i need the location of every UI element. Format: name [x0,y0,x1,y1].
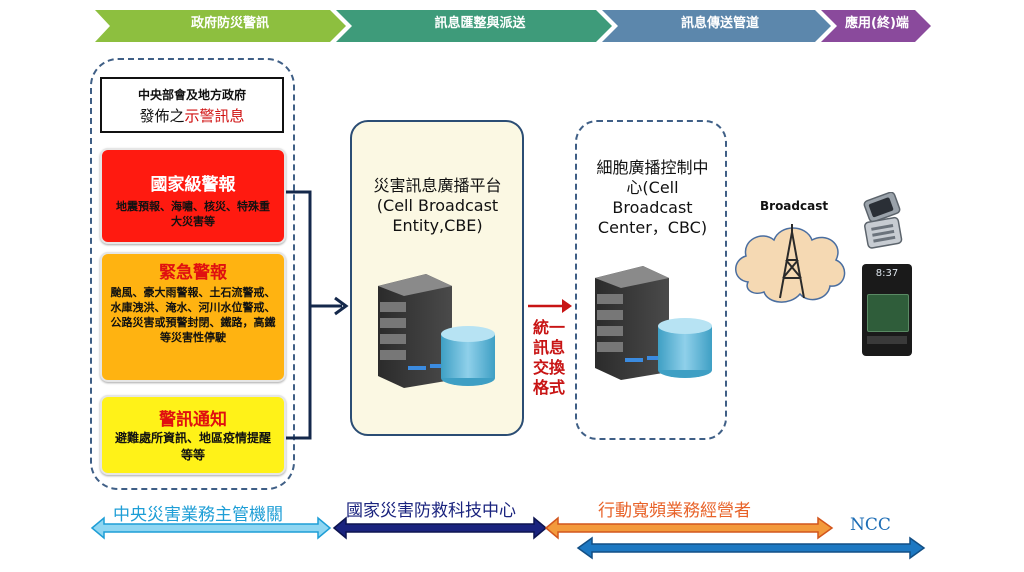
label-mobile-operators: 行動寬頻業務經營者 [598,501,751,521]
stage-chevron-1 [95,10,346,42]
arrow-central-agency [90,516,332,540]
stage-chevron-2 [336,10,612,42]
issuer-line2-prefix: 發佈之 [139,107,185,125]
government-alerts-group [90,58,295,490]
alert-notice-title: 警訊通知 [159,410,227,430]
exchange-label: 統一訊息交換格式 [532,318,565,397]
arrow-ncdr [332,516,548,540]
bracket-connector [286,190,349,440]
stage-label-1: 政府防災警訊 [190,16,269,31]
stage-label-4: 應用(終)端 [845,16,909,31]
alert-national-title: 國家級警報 [150,175,236,195]
smartphone-icon: 8:37 [862,264,912,356]
arrow-ncc [576,536,926,560]
stage-chevron-4 [821,10,931,42]
alert-emergency-title: 緊急警報 [159,263,227,283]
server-icon [378,274,495,388]
label-central-agency: 中央災害業務主管機關 [113,505,283,525]
stage-chevron-3 [602,10,831,42]
exchange-arrow [528,299,572,313]
alert-notice-desc: 避難處所資訊、地區疫情提醒等等 [114,431,271,462]
alert-notice: 警訊通知 避難處所資訊、地區疫情提醒等等 [100,395,286,475]
alert-national: 國家級警報 地震預報、海嘯、核災、特殊重大災害等 [100,148,286,244]
smartphone-alert-box [867,294,909,332]
cbc-box [575,120,727,440]
label-ncc: NCC [850,515,891,535]
alert-national-desc: 地震預報、海嘯、核災、特殊重大災害等 [116,200,270,228]
bottom-arrows [90,516,926,560]
cbc-label: 細胞廣播控制中心(Cell Broadcast Center，CBC) [596,158,709,237]
stage-label-3: 訊息傳送管道 [680,16,759,31]
smartphone-time: 8:37 [875,268,899,279]
label-ncdr: 國家災害防救科技中心 [346,501,516,521]
cbe-box [350,120,524,436]
stage-chevron-bar [95,10,931,42]
broadcast-label: Broadcast [760,199,829,213]
arrow-mobile-operators [544,516,834,540]
issuer-line2-highlight: 示警訊息 [184,107,245,125]
flip-phone-icon [863,192,903,249]
issuer-line1: 中央部會及地方政府 [137,88,246,102]
cell-tower-icon [779,224,805,299]
broadcast-cloud-icon [735,224,846,303]
alert-emergency-desc: 颱風、豪大雨警報、土石流警戒、水庫洩洪、淹水、河川水位警戒、公路災害或預警封閉、… [110,286,276,344]
cbe-label: 災害訊息廣播平台(Cell Broadcast Entity,CBE) [373,176,502,235]
alert-emergency: 緊急警報 颱風、豪大雨警報、土石流警戒、水庫洩洪、淹水、河川水位警戒、公路災害或… [100,252,286,382]
issuer-box: 中央部會及地方政府 發佈之示警訊息 [100,77,284,133]
stage-label-2: 訊息匯整與派送 [434,16,526,31]
server-icon [595,266,712,380]
issuer-line2: 發佈之示警訊息 [102,105,282,126]
smartphone-bar [867,336,907,344]
